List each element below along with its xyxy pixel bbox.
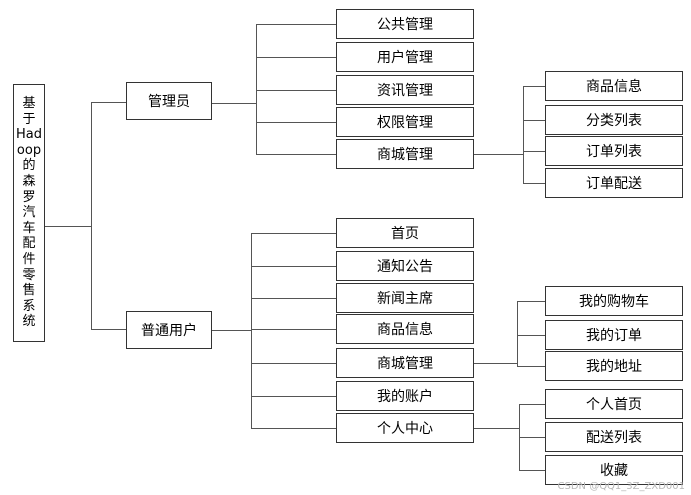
connector	[91, 102, 127, 103]
user-item-mall: 商城管理	[336, 348, 474, 378]
user-item-notice: 通知公告	[336, 251, 474, 281]
connector	[251, 233, 252, 429]
connector	[251, 329, 337, 330]
root-char: 汽	[22, 205, 36, 221]
connector	[44, 226, 92, 227]
admin-item-users: 用户管理	[336, 42, 474, 72]
user-item-account: 我的账户	[336, 381, 474, 411]
root-char: 的	[22, 158, 36, 174]
user-mall-item: 我的购物车	[545, 286, 683, 316]
root-char: 配	[22, 236, 36, 252]
user-item-products: 商品信息	[336, 314, 474, 344]
connector	[519, 404, 546, 405]
root-char: 基	[22, 96, 36, 112]
user-mall-item: 我的订单	[545, 320, 683, 350]
admin-mall-item: 商品信息	[545, 71, 683, 101]
connector	[91, 102, 92, 330]
root-char: 于	[22, 111, 36, 127]
connector	[211, 103, 257, 104]
user-center-item: 配送列表	[545, 422, 683, 452]
connector	[517, 335, 546, 336]
connector	[523, 120, 546, 121]
root-char: 零	[22, 267, 36, 283]
connector	[474, 363, 518, 364]
connector	[519, 437, 546, 438]
connector	[256, 154, 337, 155]
connector	[256, 57, 337, 58]
admin-mall-item: 订单列表	[545, 136, 683, 166]
root-char: 件	[22, 251, 36, 267]
root-char: 系	[22, 298, 36, 314]
connector	[517, 366, 546, 367]
root-char: 售	[22, 283, 36, 299]
connector	[256, 122, 337, 123]
connector	[517, 301, 546, 302]
root-char: 森	[22, 174, 36, 190]
user-item-news: 新闻主席	[336, 283, 474, 313]
admin-item-mall: 商城管理	[336, 139, 474, 169]
connector	[523, 151, 546, 152]
connector	[251, 363, 337, 364]
admin-mall-item: 分类列表	[545, 105, 683, 135]
connector	[251, 396, 337, 397]
connector	[256, 24, 337, 25]
connector	[256, 90, 337, 91]
user-center-item: 个人首页	[545, 389, 683, 419]
connector	[251, 428, 337, 429]
watermark: CSDN @QQ1_3Z_ZXD001	[557, 481, 686, 492]
connector	[523, 183, 546, 184]
connector	[91, 329, 127, 330]
connector	[474, 154, 524, 155]
connector	[519, 470, 546, 471]
connector	[251, 266, 337, 267]
admin-item-news: 资讯管理	[336, 75, 474, 105]
user-node: 普通用户	[126, 311, 212, 349]
connector	[474, 428, 520, 429]
connector	[256, 24, 257, 155]
user-center-item: 收藏	[545, 455, 683, 485]
user-item-home: 首页	[336, 218, 474, 248]
root-char: Had	[16, 127, 42, 143]
admin-item-public: 公共管理	[336, 9, 474, 39]
connector	[517, 301, 518, 367]
connector	[523, 86, 546, 87]
root-node: 基 于 Had oop 的 森 罗 汽 车 配 件 零 售 系 统	[13, 84, 45, 342]
root-char: oop	[16, 142, 42, 158]
connector	[211, 330, 252, 331]
admin-item-permission: 权限管理	[336, 107, 474, 137]
user-item-center: 个人中心	[336, 413, 474, 443]
root-char: 车	[22, 220, 36, 236]
admin-node: 管理员	[126, 82, 212, 120]
root-char: 统	[22, 314, 36, 330]
admin-mall-item: 订单配送	[545, 168, 683, 198]
connector	[251, 233, 337, 234]
connector	[523, 86, 524, 184]
connector	[251, 298, 337, 299]
user-mall-item: 我的地址	[545, 351, 683, 381]
root-char: 罗	[22, 189, 36, 205]
